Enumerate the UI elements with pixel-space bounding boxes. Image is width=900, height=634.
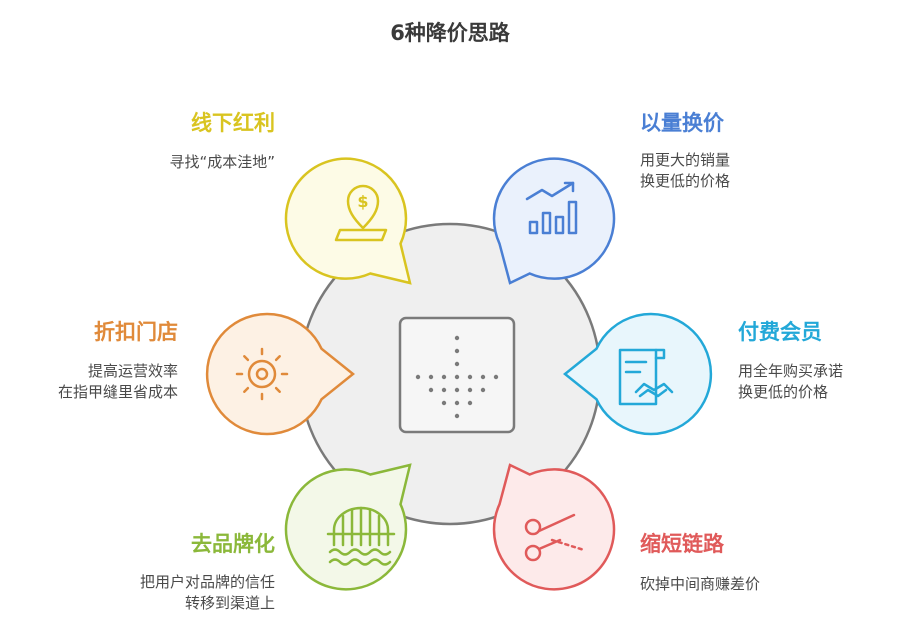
desc-brand: 把用户对品牌的信任 转移到渠道上 <box>140 572 275 614</box>
center-dot <box>441 387 447 393</box>
center-dot <box>493 374 499 380</box>
label-brand: 去品牌化 <box>191 532 275 556</box>
dotted-down-arrow-icon <box>415 335 499 419</box>
desc-chain-line: 砍掉中间商赚差价 <box>640 575 761 593</box>
center-dot <box>454 400 460 406</box>
center-dot <box>428 387 434 393</box>
center-dot <box>441 400 447 406</box>
bubble-offline: $ <box>284 157 412 285</box>
desc-brand-line: 转移到渠道上 <box>184 594 275 612</box>
desc-offline: 寻找“成本洼地” <box>169 152 275 173</box>
desc-brand-line: 把用户对品牌的信任 <box>139 573 275 591</box>
bubble-discount <box>205 312 355 436</box>
desc-offline-line: 寻找“成本洼地” <box>169 153 275 171</box>
bubble-chain <box>492 463 616 591</box>
bubble-member <box>563 312 713 436</box>
desc-discount-line: 提高运营效率 <box>87 362 178 380</box>
bridge-water-icon <box>326 506 396 566</box>
desc-discount: 提高运营效率 在指甲缝里省成本 <box>58 361 178 403</box>
center-dot <box>467 400 473 406</box>
desc-discount-line: 在指甲缝里省成本 <box>57 383 178 401</box>
desc-volume-line: 换更低的价格 <box>640 172 731 190</box>
label-member: 付费会员 <box>738 320 822 344</box>
contract-handshake-icon <box>618 348 674 406</box>
center-dot <box>480 374 486 380</box>
svg-text:$: $ <box>357 192 368 211</box>
desc-member-line: 换更低的价格 <box>738 383 829 401</box>
label-discount: 折扣门店 <box>94 320 178 344</box>
sun-icon <box>235 347 289 401</box>
center-dot <box>415 374 421 380</box>
location-dollar-icon: $ <box>334 184 388 242</box>
center-dot <box>454 348 460 354</box>
center-dot <box>428 374 434 380</box>
desc-volume-line: 用更大的销量 <box>640 151 731 169</box>
diagram-title: 6种降价思路 <box>390 21 510 45</box>
center-dot <box>454 387 460 393</box>
center-dot <box>454 413 460 419</box>
center-dot <box>467 374 473 380</box>
center-dot <box>441 374 447 380</box>
center-dot <box>454 335 460 341</box>
desc-member-line: 用全年购买承诺 <box>738 362 844 380</box>
bar-chart-trend-icon <box>525 181 578 235</box>
center-dot <box>454 361 460 367</box>
bubble-brand <box>284 463 412 591</box>
label-offline: 线下红利 <box>191 111 275 135</box>
center-dot <box>467 387 473 393</box>
label-chain: 缩短链路 <box>640 532 724 556</box>
label-volume: 以量换价 <box>640 111 724 135</box>
center-dot <box>480 387 486 393</box>
scissors-icon <box>524 513 586 562</box>
desc-chain: 砍掉中间商赚差价 <box>640 574 760 595</box>
center-dot <box>454 374 460 380</box>
desc-member: 用全年购买承诺 换更低的价格 <box>738 361 843 403</box>
desc-volume: 用更大的销量 换更低的价格 <box>640 150 730 192</box>
bubble-volume <box>492 157 616 285</box>
